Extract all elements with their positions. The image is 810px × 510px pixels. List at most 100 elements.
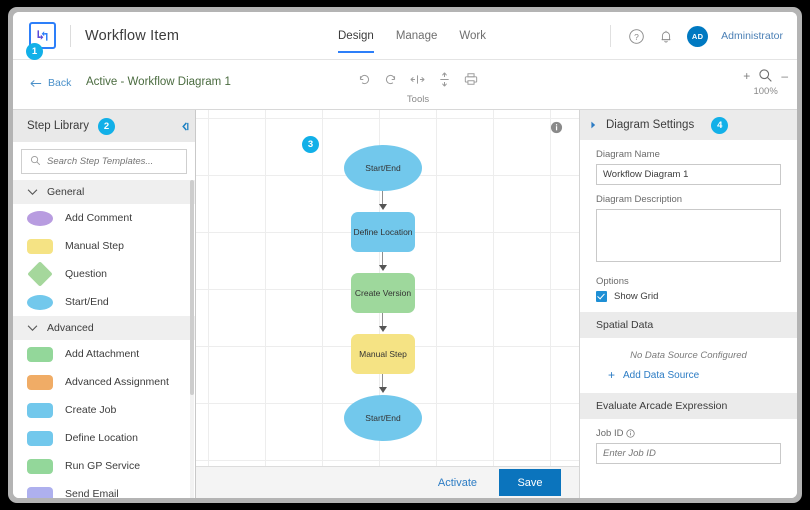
- diagram-canvas[interactable]: 3 Start/End Define Location Create Versi…: [196, 110, 579, 466]
- node-label: Create Version: [354, 288, 412, 298]
- arrowhead-1: [379, 204, 387, 210]
- section-header-general[interactable]: General: [13, 180, 195, 204]
- align-vertical-icon[interactable]: [438, 72, 451, 87]
- arrowhead-4: [379, 387, 387, 393]
- section-header-advanced[interactable]: Advanced: [13, 316, 195, 340]
- zoom-in-button[interactable]: +: [743, 68, 751, 83]
- node-create-version[interactable]: Create Version: [351, 273, 415, 313]
- diagram-name-block: Diagram Name: [580, 140, 797, 185]
- arrowhead-2: [379, 265, 387, 271]
- edge-4: [382, 374, 384, 389]
- options-label: Options: [596, 276, 629, 287]
- step-item-create-job[interactable]: Create Job: [13, 396, 195, 424]
- step-item-label: Send Email: [65, 488, 119, 498]
- edge-1: [382, 191, 384, 206]
- tab-manage[interactable]: Manage: [395, 30, 438, 42]
- zoom-level: 100%: [753, 86, 778, 97]
- diagram-name-input[interactable]: [596, 164, 781, 185]
- show-grid-label: Show Grid: [614, 291, 659, 302]
- search-input[interactable]: [47, 156, 178, 167]
- search-wrapper: [13, 142, 195, 180]
- step-item-send-email[interactable]: Send Email: [13, 480, 195, 498]
- shape-ellipse-blue: [27, 294, 53, 310]
- collapse-left-icon[interactable]: [180, 121, 191, 132]
- step-item-start-end[interactable]: Start/End: [13, 288, 195, 316]
- diagram-settings-header: Diagram Settings 4: [580, 110, 797, 140]
- step-item-run-gp-service[interactable]: Run GP Service: [13, 452, 195, 480]
- diagram-description-textarea[interactable]: [596, 209, 781, 262]
- user-name[interactable]: Administrator: [721, 30, 783, 42]
- tools-group: Tools: [353, 69, 483, 105]
- align-horizontal-icon[interactable]: [410, 73, 425, 86]
- diagram-description-label: Diagram Description: [596, 194, 683, 205]
- main-nav-tabs: Design Manage Work: [338, 12, 486, 60]
- callout-badge-3: 3: [302, 136, 319, 153]
- app-header: Workflow Item Design Manage Work ?: [13, 12, 797, 60]
- avatar[interactable]: AD: [687, 25, 709, 47]
- search-box[interactable]: [21, 149, 187, 174]
- scrollbar-thumb[interactable]: [190, 180, 194, 395]
- step-item-advanced-assignment[interactable]: Advanced Assignment: [13, 368, 195, 396]
- chevron-down-icon: [27, 189, 38, 196]
- tab-work[interactable]: Work: [459, 30, 486, 42]
- print-icon[interactable]: [464, 72, 478, 86]
- bell-icon[interactable]: [658, 28, 674, 45]
- edge-2: [382, 252, 384, 267]
- shape-rect-green: [27, 346, 53, 362]
- tools-label: Tools: [406, 94, 430, 105]
- diagram-description-block: Diagram Description: [580, 185, 797, 267]
- step-item-label: Add Attachment: [65, 348, 140, 360]
- tab-design[interactable]: Design: [338, 12, 374, 60]
- chevron-down-icon: [27, 325, 38, 332]
- sub-toolbar: Back Active - Workflow Diagram 1: [13, 60, 797, 110]
- activate-button[interactable]: Activate: [437, 476, 477, 489]
- show-grid-checkbox[interactable]: [596, 291, 607, 302]
- step-item-label: Start/End: [65, 296, 109, 308]
- section-label-advanced: Advanced: [47, 322, 94, 334]
- step-library-list[interactable]: General Add Comment Manual Step Question…: [13, 180, 195, 498]
- header-divider: [70, 24, 71, 47]
- redo-icon[interactable]: [384, 73, 397, 86]
- info-outline-icon[interactable]: [626, 429, 636, 438]
- shape-rect-yellow: [27, 238, 53, 254]
- step-library-header: Step Library 2: [13, 110, 195, 142]
- node-start-end-top[interactable]: Start/End: [344, 145, 422, 191]
- help-circle-icon[interactable]: ?: [628, 28, 645, 45]
- step-item-label: Add Comment: [65, 212, 133, 224]
- info-icon[interactable]: [550, 121, 563, 134]
- expand-right-icon[interactable]: [589, 120, 598, 130]
- node-define-location[interactable]: Define Location: [351, 212, 415, 252]
- node-label: Define Location: [353, 227, 413, 237]
- add-data-source-button[interactable]: + Add Data Source: [580, 369, 797, 393]
- job-id-input[interactable]: [596, 443, 781, 464]
- edge-3: [382, 313, 384, 328]
- step-item-label: Run GP Service: [65, 460, 141, 472]
- section-label-general: General: [47, 186, 85, 198]
- step-item-add-attachment[interactable]: Add Attachment: [13, 340, 195, 368]
- no-data-source-text: No Data Source Configured: [630, 350, 747, 361]
- shape-rect-blue: [27, 430, 53, 446]
- node-start-end-bottom[interactable]: Start/End: [344, 395, 422, 441]
- step-item-question[interactable]: Question: [13, 260, 195, 288]
- magnifier-icon[interactable]: [758, 68, 773, 83]
- window-frame: Workflow Item Design Manage Work ?: [8, 7, 802, 503]
- undo-icon[interactable]: [358, 73, 371, 86]
- add-data-source-label: Add Data Source: [623, 369, 700, 381]
- show-grid-row: Show Grid: [596, 291, 781, 302]
- diagram-settings-title: Diagram Settings: [606, 119, 695, 131]
- shape-diamond-green: [27, 261, 53, 287]
- step-item-manual-step[interactable]: Manual Step: [13, 232, 195, 260]
- shape-rect-orange: [27, 374, 53, 390]
- zoom-out-button[interactable]: –: [781, 68, 788, 83]
- callout-badge-4: 4: [711, 116, 729, 134]
- callout-badge-2: 2: [98, 117, 116, 135]
- save-button[interactable]: Save: [499, 469, 561, 496]
- node-manual-step[interactable]: Manual Step: [351, 334, 415, 374]
- diagram-settings-panel: Diagram Settings 4 Diagram Name Diagram …: [579, 110, 797, 498]
- back-button[interactable]: Back: [30, 77, 71, 89]
- step-library-panel: Step Library 2: [13, 110, 196, 498]
- job-id-block: Job ID: [580, 419, 797, 464]
- step-item-define-location[interactable]: Define Location: [13, 424, 195, 452]
- step-item-add-comment[interactable]: Add Comment: [13, 204, 195, 232]
- shape-rect-periwinkle: [27, 486, 53, 498]
